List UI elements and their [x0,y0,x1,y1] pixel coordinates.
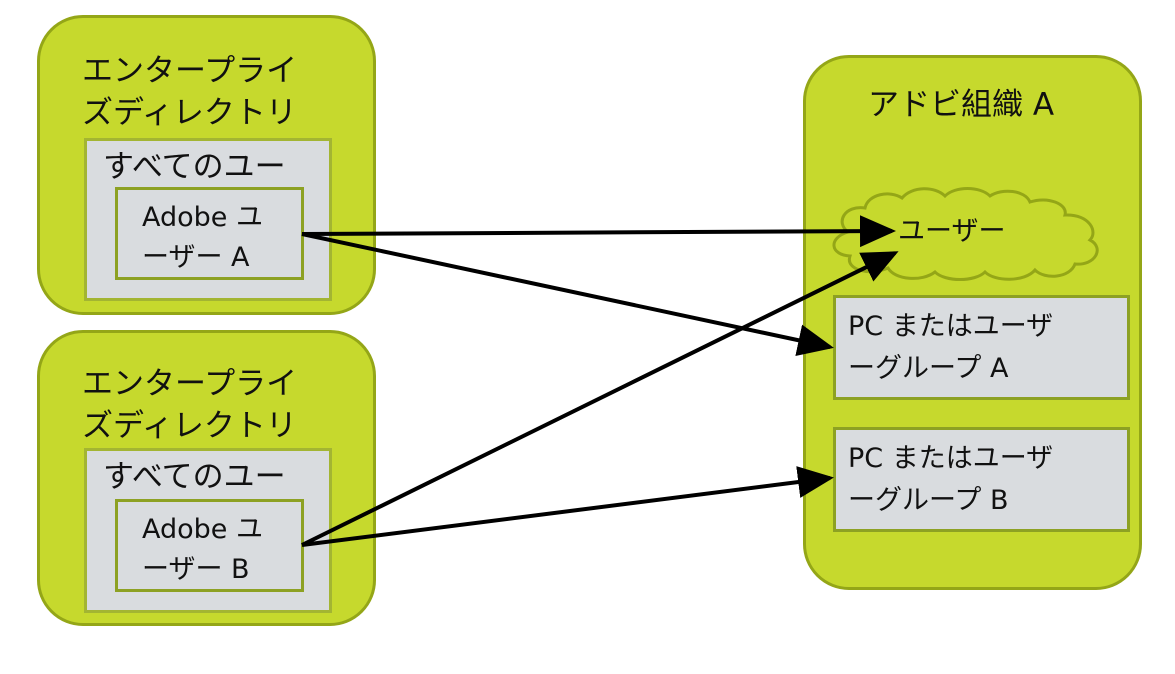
all-users-label: すべてのユー [103,149,286,185]
adobe-user-a-label: Adobe ユ ーザー A [142,202,263,273]
arrow-user-a-to-group-a [301,232,834,356]
adobe-org-title: アドビ組織 A [868,87,1055,123]
arrow-user-b-to-users [301,251,899,547]
user-group-b-label: PC またはユーザ ーグループ B [848,443,1054,516]
users-cloud-label: ユーザー [898,216,1006,247]
adobe-user-b-box: Adobe ユ ーザー B [115,499,304,592]
enterprise-directory-title: エンタープライ ズディレクトリ [82,53,298,131]
user-group-a-label: PC またはユーザ ーグループ A [848,311,1054,384]
user-group-b-box: PC またはユーザ ーグループ B [833,427,1130,532]
enterprise-directory-title: エンタープライ ズディレクトリ [82,366,298,444]
arrow-user-a-to-users [301,215,896,248]
all-users-label: すべてのユー [103,459,286,495]
arrow-user-b-to-group-b [301,466,834,547]
adobe-user-a-box: Adobe ユ ーザー A [115,187,304,280]
user-group-a-box: PC またはユーザ ーグループ A [833,295,1130,400]
adobe-user-b-label: Adobe ユ ーザー B [142,514,263,585]
